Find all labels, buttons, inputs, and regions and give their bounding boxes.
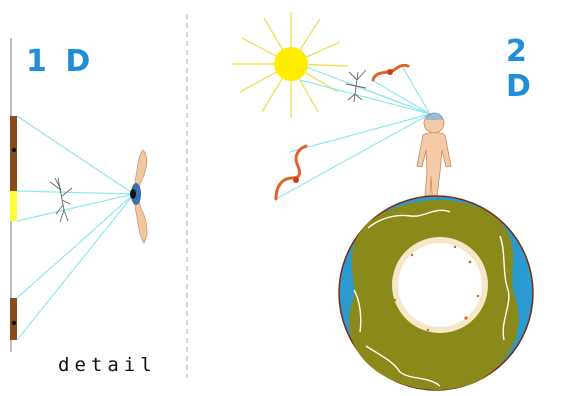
left-panel-title: 1 D [26,44,95,79]
detail-caption: detail [58,354,157,376]
two-d-panel [232,12,534,391]
wall-segment-top [10,116,17,191]
earth-icon [338,195,534,391]
worm-icon [371,63,410,82]
earth-speckles [393,245,480,332]
wall-segment-bottom [10,298,17,340]
mosquito-icon [345,69,367,103]
earth-core [392,237,488,333]
earth-cracks [353,209,510,387]
person-icon [416,112,452,197]
sun-icon [274,47,308,81]
mosquito-icon [49,177,73,223]
one-d-panel [10,38,148,352]
wall-gap [10,191,17,221]
sight-rays-1d [16,115,135,341]
eye-icon [130,149,148,244]
worm-icon [274,144,308,201]
sight-rays-2d [275,65,431,200]
right-panel-title: 2 D [506,34,535,104]
